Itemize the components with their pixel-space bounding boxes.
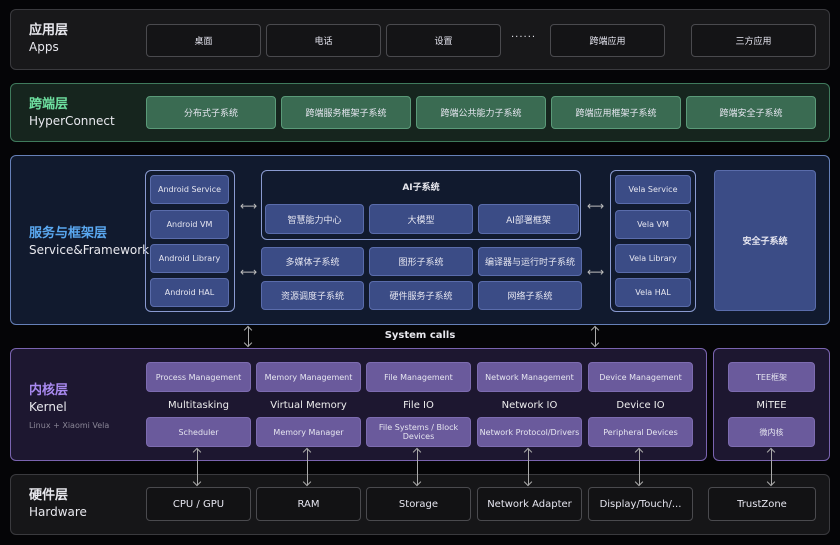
kernel-driver-item[interactable]: Network Protocol/Drivers bbox=[477, 417, 582, 447]
kernel-management-item[interactable]: Network Management bbox=[477, 362, 582, 392]
vela-stack bbox=[610, 170, 696, 312]
android-library[interactable]: Android Library bbox=[150, 244, 229, 273]
subsystem-item[interactable]: 硬件服务子系统 bbox=[369, 281, 473, 310]
hardware-title-en: Hardware bbox=[29, 505, 87, 519]
hw-ram[interactable]: RAM bbox=[256, 487, 361, 521]
hc-item[interactable]: 跨端安全子系统 bbox=[686, 96, 816, 129]
hw-storage[interactable]: Storage bbox=[366, 487, 471, 521]
apps-title-en: Apps bbox=[29, 40, 59, 54]
ai-subsystem-title: AI子系统 bbox=[402, 183, 440, 193]
microkernel[interactable]: 微内核 bbox=[728, 417, 815, 447]
kernel-driver-item[interactable]: Scheduler bbox=[146, 417, 251, 447]
apps-title-zh: 应用层 bbox=[29, 23, 69, 38]
vela-vm[interactable]: Vela VM bbox=[615, 210, 691, 239]
bidirectional-arrow-icon: ⟷ bbox=[240, 199, 258, 213]
hc-item[interactable]: 跨端公共能力子系统 bbox=[416, 96, 546, 129]
kernel-layer: 内核层 Kernel Linux + Xiaomi Vela Process Ma… bbox=[10, 348, 707, 461]
hc-item[interactable]: 跨端服务框架子系统 bbox=[281, 96, 411, 129]
android-hal[interactable]: Android HAL bbox=[150, 278, 229, 307]
subsystem-item[interactable]: 编译器与运行时子系统 bbox=[478, 247, 582, 276]
app-phone[interactable]: 电话 bbox=[266, 24, 381, 57]
kernel-subtitle: Linux + Xiaomi Vela bbox=[29, 421, 110, 430]
apps-title: 应用层 Apps bbox=[29, 23, 68, 55]
hardware-title-zh: 硬件层 bbox=[29, 488, 69, 503]
subsystem-item[interactable]: 网络子系统 bbox=[478, 281, 582, 310]
vela-hal[interactable]: Vela HAL bbox=[615, 278, 691, 307]
android-stack bbox=[145, 170, 235, 312]
kernel-management-item[interactable]: Process Management bbox=[146, 362, 251, 392]
tee-framework[interactable]: TEE框架 bbox=[728, 362, 815, 392]
ai-item[interactable]: 大模型 bbox=[369, 204, 473, 234]
vertical-arrow-icon bbox=[639, 449, 640, 485]
ai-item[interactable]: 智慧能力中心 bbox=[265, 204, 364, 234]
hyperconnect-title: 跨端层 HyperConnect bbox=[29, 97, 115, 129]
kernel-io-label: Virtual Memory bbox=[270, 400, 347, 411]
service-title-zh: 服务与框架层 bbox=[29, 226, 108, 241]
app-third-party[interactable]: 三方应用 bbox=[691, 24, 816, 57]
apps-layer: 应用层 Apps 桌面 电话 设置 ······ 跨端应用 三方应用 bbox=[10, 9, 830, 70]
kernel-management-item[interactable]: File Management bbox=[366, 362, 471, 392]
kernel-title-en: Kernel bbox=[29, 400, 67, 414]
hw-trustzone[interactable]: TrustZone bbox=[708, 487, 816, 521]
vela-service[interactable]: Vela Service bbox=[615, 175, 691, 204]
kernel-management-item[interactable]: Memory Management bbox=[256, 362, 361, 392]
hardware-title: 硬件层 Hardware bbox=[29, 488, 87, 520]
vertical-arrow-icon bbox=[771, 449, 772, 485]
hw-network-adapter[interactable]: Network Adapter bbox=[477, 487, 582, 521]
kernel-title: 内核层 Kernel bbox=[29, 383, 68, 415]
kernel-io-label: Network IO bbox=[501, 400, 558, 411]
android-service[interactable]: Android Service bbox=[150, 175, 229, 204]
hyperconnect-title-en: HyperConnect bbox=[29, 114, 115, 128]
ai-subsystem-frame bbox=[261, 170, 581, 240]
kernel-driver-item[interactable]: Peripheral Devices bbox=[588, 417, 693, 447]
android-vm[interactable]: Android VM bbox=[150, 210, 229, 239]
kernel-io-label: File IO bbox=[403, 400, 434, 411]
kernel-io-label: Multitasking bbox=[168, 400, 229, 411]
vertical-arrow-icon bbox=[307, 449, 308, 485]
vertical-arrow-icon bbox=[197, 449, 198, 485]
subsystem-item[interactable]: 资源调度子系统 bbox=[261, 281, 364, 310]
kernel-driver-item[interactable]: File Systems / Block Devices bbox=[366, 417, 471, 447]
security-subsystem[interactable]: 安全子系统 bbox=[714, 170, 816, 311]
bidirectional-arrow-icon: ⟷ bbox=[240, 265, 258, 279]
ai-item[interactable]: AI部署框架 bbox=[478, 204, 579, 234]
hyperconnect-title-zh: 跨端层 bbox=[29, 97, 69, 112]
apps-ellipsis: ······ bbox=[511, 32, 537, 43]
bidirectional-arrow-icon: ⟷ bbox=[587, 199, 605, 213]
bidirectional-arrow-icon: ⟷ bbox=[587, 265, 605, 279]
kernel-driver-item[interactable]: Memory Manager bbox=[256, 417, 361, 447]
kernel-io-label: Device IO bbox=[616, 400, 665, 411]
app-desktop[interactable]: 桌面 bbox=[146, 24, 261, 57]
hc-item[interactable]: 分布式子系统 bbox=[146, 96, 276, 129]
vela-library[interactable]: Vela Library bbox=[615, 244, 691, 273]
hw-cpu-gpu[interactable]: CPU / GPU bbox=[146, 487, 251, 521]
vertical-arrow-icon bbox=[528, 449, 529, 485]
vertical-arrow-icon bbox=[248, 327, 249, 346]
vertical-arrow-icon bbox=[595, 327, 596, 346]
app-settings[interactable]: 设置 bbox=[386, 24, 501, 57]
service-title-en: Service&Framework bbox=[29, 243, 150, 257]
hw-display-touch[interactable]: Display/Touch/... bbox=[588, 487, 693, 521]
system-calls-label: System calls bbox=[384, 330, 456, 341]
kernel-title-zh: 内核层 bbox=[29, 383, 69, 398]
subsystem-item[interactable]: 图形子系统 bbox=[369, 247, 473, 276]
mitee-label: MiTEE bbox=[756, 400, 787, 411]
tee-layer: TEE框架 MiTEE 微内核 bbox=[713, 348, 830, 461]
service-title: 服务与框架层 Service&Framework bbox=[29, 226, 149, 258]
kernel-management-item[interactable]: Device Management bbox=[588, 362, 693, 392]
hyperconnect-layer: 跨端层 HyperConnect 分布式子系统 跨端服务框架子系统 跨端公共能力子… bbox=[10, 83, 830, 142]
app-cross-device[interactable]: 跨端应用 bbox=[550, 24, 665, 57]
hc-item[interactable]: 跨端应用框架子系统 bbox=[551, 96, 681, 129]
hardware-layer: 硬件层 Hardware CPU / GPU RAM Storage Networ… bbox=[10, 474, 830, 535]
vertical-arrow-icon bbox=[417, 449, 418, 485]
subsystem-item[interactable]: 多媒体子系统 bbox=[261, 247, 364, 276]
